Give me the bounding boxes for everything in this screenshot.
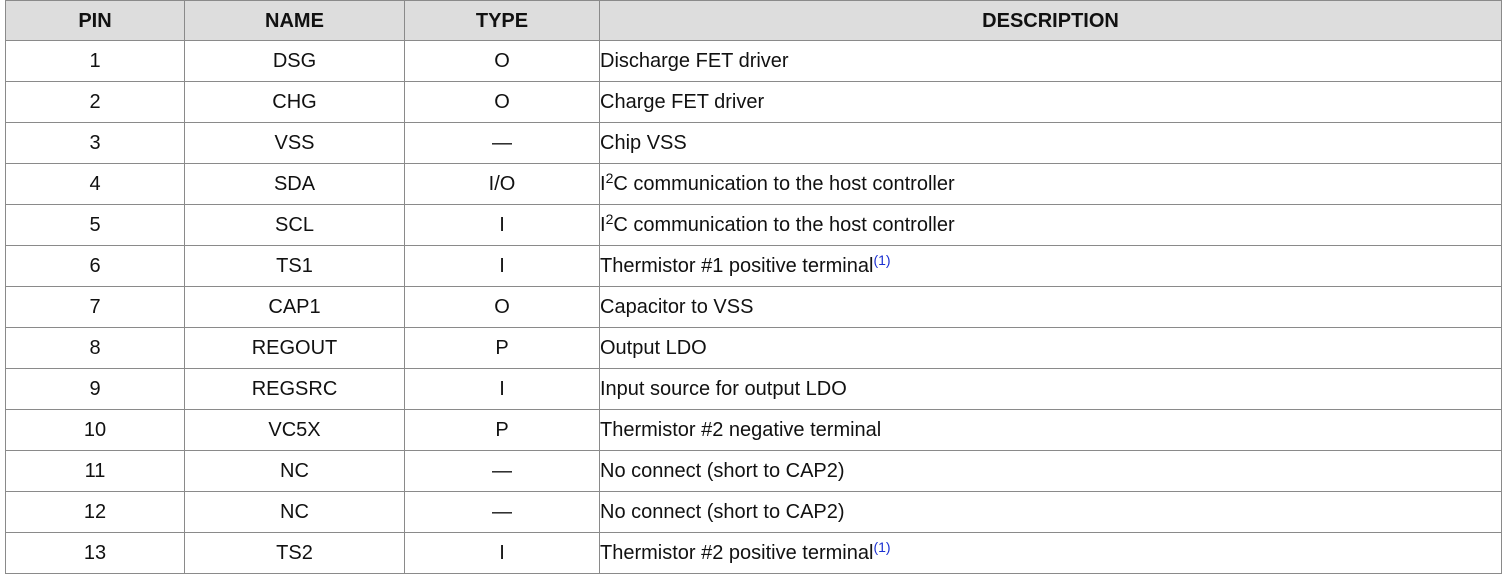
pin-number-cell: 3 (5, 122, 185, 164)
pin-name-cell: CAP1 (184, 286, 405, 328)
pin-type-cell: I/O (404, 163, 600, 205)
pin-type-cell: O (404, 286, 600, 328)
header-name: NAME (184, 0, 405, 41)
description-text: No connect (short to CAP2) (600, 460, 845, 482)
pin-number-cell: 12 (5, 491, 185, 533)
pin-type-cell: I (404, 532, 600, 574)
description-text: Thermistor #2 positive terminal (600, 542, 874, 564)
pin-number-cell: 9 (5, 368, 185, 410)
pin-description-cell: Thermistor #2 positive terminal(1) (599, 532, 1502, 574)
pin-name-cell: VC5X (184, 409, 405, 451)
description-text-rest: C communication to the host controller (613, 214, 955, 236)
pin-type-cell: I (404, 245, 600, 287)
pin-name-cell: NC (184, 450, 405, 492)
pin-name-cell: TS2 (184, 532, 405, 574)
pin-description-cell: I2C communication to the host controller (599, 163, 1502, 205)
pin-name-cell: DSG (184, 40, 405, 82)
description-text: Capacitor to VSS (600, 296, 754, 318)
pin-type-cell: P (404, 409, 600, 451)
pin-type-cell: O (404, 40, 600, 82)
pin-name-cell: SDA (184, 163, 405, 205)
pin-type-cell: P (404, 327, 600, 369)
pin-number-cell: 6 (5, 245, 185, 287)
header-description: DESCRIPTION (599, 0, 1502, 41)
pin-number-cell: 7 (5, 286, 185, 328)
pin-number-cell: 10 (5, 409, 185, 451)
pin-name-cell: NC (184, 491, 405, 533)
description-text-rest: C communication to the host controller (613, 173, 955, 195)
pin-name-cell: SCL (184, 204, 405, 246)
pin-description-cell: Thermistor #1 positive terminal(1) (599, 245, 1502, 287)
pin-description-cell: I2C communication to the host controller (599, 204, 1502, 246)
pin-description-cell: Input source for output LDO (599, 368, 1502, 410)
description-text: Discharge FET driver (600, 50, 789, 72)
description-text: I (600, 173, 606, 195)
description-text: Chip VSS (600, 132, 687, 154)
pin-name-cell: VSS (184, 122, 405, 164)
footnote-link[interactable]: (1) (873, 539, 891, 555)
description-text: No connect (short to CAP2) (600, 501, 845, 523)
pin-description-cell: Output LDO (599, 327, 1502, 369)
pin-type-cell: O (404, 81, 600, 123)
pin-type-cell: — (404, 450, 600, 492)
pin-number-cell: 4 (5, 163, 185, 205)
pin-name-cell: TS1 (184, 245, 405, 287)
pin-number-cell: 2 (5, 81, 185, 123)
pin-description-cell: No connect (short to CAP2) (599, 491, 1502, 533)
header-type: TYPE (404, 0, 600, 41)
description-text: Output LDO (600, 337, 707, 359)
pin-number-cell: 5 (5, 204, 185, 246)
description-text: Input source for output LDO (600, 378, 847, 400)
pin-description-cell: Thermistor #2 negative terminal (599, 409, 1502, 451)
pin-name-cell: CHG (184, 81, 405, 123)
superscript-text: 2 (605, 170, 614, 186)
pin-number-cell: 13 (5, 532, 185, 574)
pin-number-cell: 1 (5, 40, 185, 82)
header-row: PIN NAME TYPE DESCRIPTION (5, 0, 1502, 41)
pin-description-cell: Chip VSS (599, 122, 1502, 164)
pin-type-cell: — (404, 491, 600, 533)
description-text: Thermistor #2 negative terminal (600, 419, 882, 441)
pin-type-cell: I (404, 368, 600, 410)
pin-type-cell: I (404, 204, 600, 246)
pin-description-cell: Discharge FET driver (599, 40, 1502, 82)
pin-number-cell: 8 (5, 327, 185, 369)
pin-number-cell: 11 (5, 450, 185, 492)
header-pin: PIN (5, 0, 185, 41)
pin-description-cell: No connect (short to CAP2) (599, 450, 1502, 492)
pin-type-cell: — (404, 122, 600, 164)
pin-description-cell: Capacitor to VSS (599, 286, 1502, 328)
footnote-link[interactable]: (1) (873, 252, 891, 268)
description-text: Charge FET driver (600, 91, 765, 113)
description-text: Thermistor #1 positive terminal (600, 255, 874, 277)
pin-name-cell: REGOUT (184, 327, 405, 369)
pin-name-cell: REGSRC (184, 368, 405, 410)
description-text: I (600, 214, 606, 236)
pin-description-cell: Charge FET driver (599, 81, 1502, 123)
superscript-text: 2 (605, 211, 614, 227)
